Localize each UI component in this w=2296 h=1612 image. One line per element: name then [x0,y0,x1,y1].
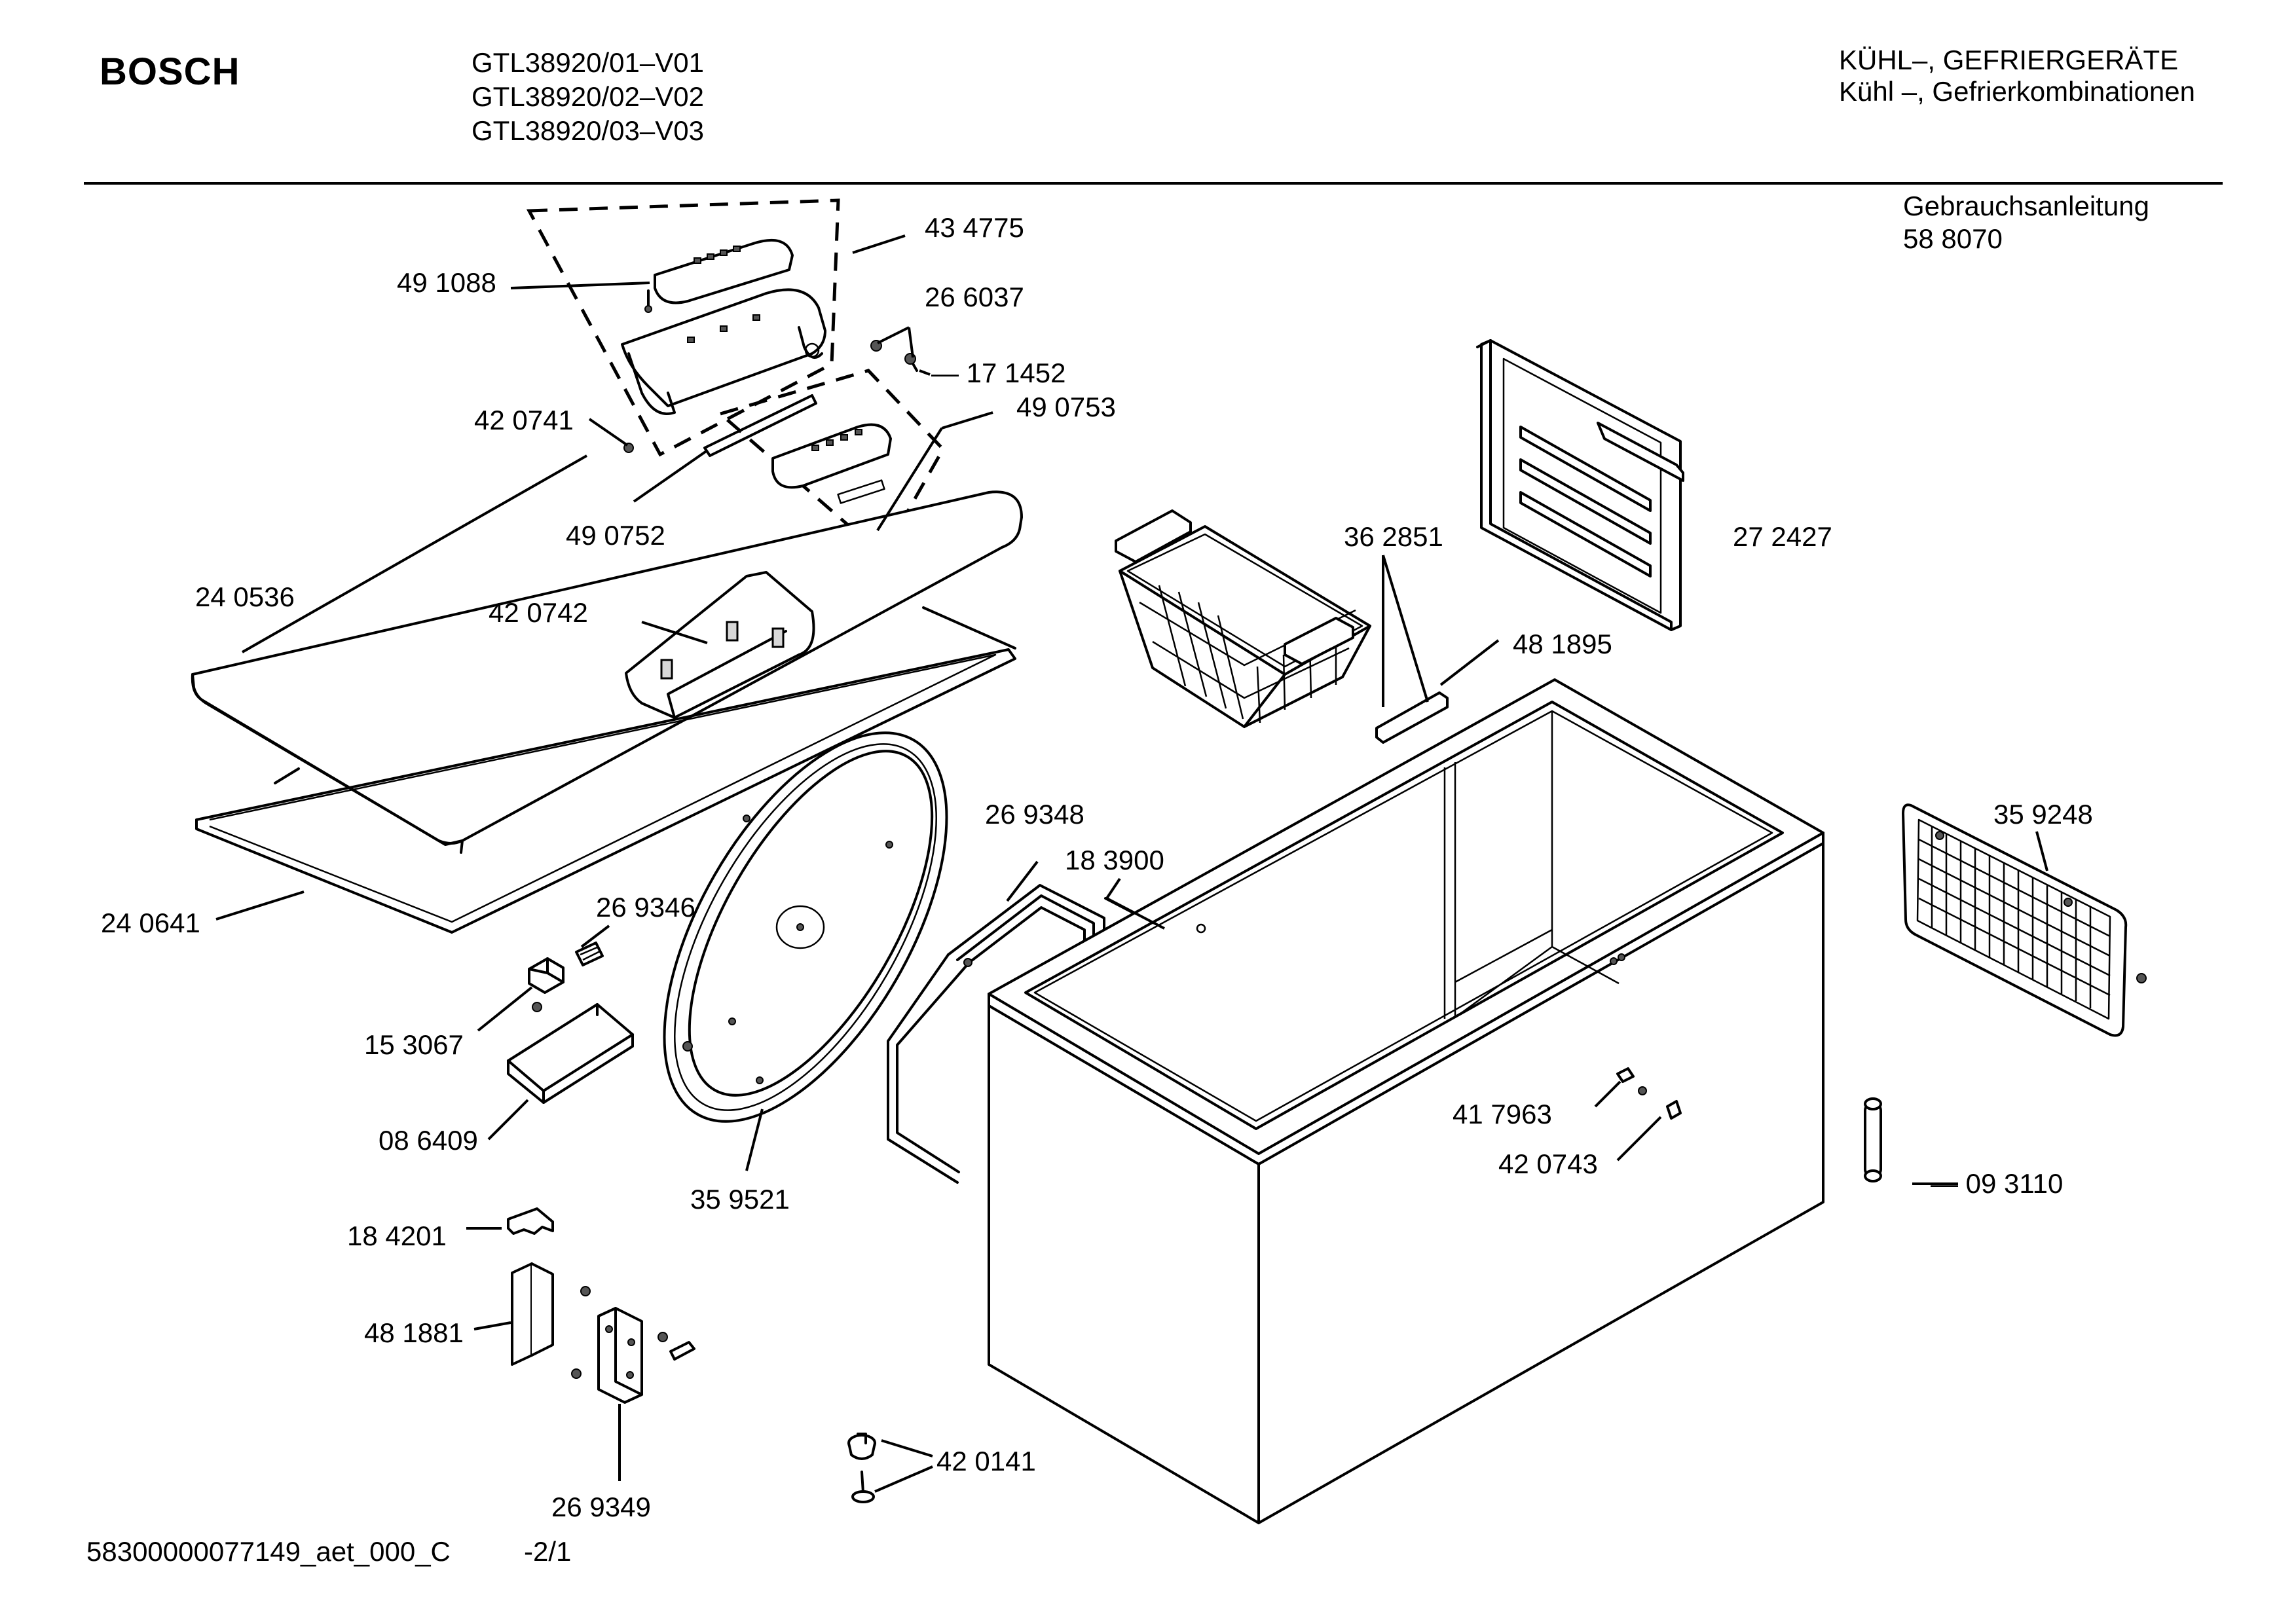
model-number: GTL38920/03–V03 [472,115,704,146]
header-divider [84,182,2223,185]
part-label: 15 3067 [364,1029,464,1060]
category-subtitle: Kühl –, Gefrierkombinationen [1839,76,2195,107]
control-panel-lower [771,423,892,504]
hinge-bracket [597,1307,643,1404]
thermostat-knob [575,942,604,966]
category-title: KÜHL–, GEFRIERGERÄTE [1839,45,2179,75]
part-label: 26 6037 [925,282,1024,312]
adjustable-foot-screw [851,1471,875,1503]
part-label: 35 9248 [1993,799,2093,830]
leader-lines [215,234,2048,1493]
part-label: 42 0741 [474,405,574,435]
divider-panel [1476,339,1684,631]
adjustable-foot [847,1433,876,1460]
part-label: 35 9521 [690,1184,790,1215]
part-label: 24 0536 [195,581,295,612]
part-label: 42 0742 [489,597,588,628]
part-label: 18 3900 [1065,845,1164,875]
model-number: GTL38920/02–V02 [472,81,704,112]
freezer-cabinet [988,678,1824,1524]
part-label: 26 9349 [551,1492,651,1522]
manual-label: Gebrauchsanleitung [1903,191,2149,221]
part-label: — 17 1452 [931,357,1066,388]
part-label: 24 0641 [101,907,200,938]
hinge-screw [580,1286,591,1296]
hinge-screw [571,1368,582,1379]
control-panel-group-outline-lower [716,369,946,558]
lamp-holder [1616,1067,1682,1120]
control-panel-cover [644,238,794,313]
part-label: 26 9348 [985,799,1084,830]
part-label: — 09 3110 [1931,1168,2063,1199]
part-label: 26 9346 [596,892,695,923]
part-label: 49 0752 [566,520,665,551]
ventilation-grille [1902,803,2147,1037]
control-panel-group-outline [526,198,840,457]
part-labels: 43 4775 49 1088 26 6037 — 17 1452 49 075… [101,212,2093,1522]
model-list: GTL38920/01–V01 GTL38920/02–V02 GTL38920… [472,46,704,148]
control-panel-housing [621,288,826,415]
evaporator-cover-plate [663,731,948,1123]
part-label: 43 4775 [925,212,1024,243]
part-label: 41 7963 [1453,1099,1552,1129]
part-label: 42 0141 [936,1446,1036,1476]
part-label: 18 4201 [347,1220,447,1251]
hinge-screw [657,1332,668,1342]
hinge-cover [511,1262,554,1366]
part-label: 49 1088 [397,267,496,298]
door-roller [1864,1097,1882,1182]
manual-number: 58 8070 [1903,223,2003,254]
wire-basket [1115,509,1371,728]
part-label: 42 0743 [1498,1148,1598,1179]
switch-unit [528,957,565,1012]
part-label: 49 0753 [1016,392,1116,422]
handle-rod [703,394,817,457]
model-number: GTL38920/01–V01 [472,47,704,78]
cover-tray [507,1003,634,1104]
hinge-cap [507,1207,554,1235]
page-number: -2/1 [524,1536,572,1567]
part-label: 08 6409 [379,1125,478,1156]
brand-logo: BOSCH [100,50,240,93]
document-id: 58300000077149_aet_000_C [86,1536,451,1567]
lid-gasket [195,606,1016,934]
hinge-clip [669,1341,695,1361]
part-label: 48 1895 [1513,629,1612,659]
part-label: 27 2427 [1733,521,1832,552]
freezer-lid [191,490,1023,854]
category-block: KÜHL–, GEFRIERGERÄTE Kühl –, Gefrierkomb… [1839,45,2195,107]
part-label: 36 2851 [1344,521,1443,552]
part-label: 48 1881 [364,1317,464,1348]
manual-reference: Gebrauchsanleitung 58 8070 [1903,190,2149,255]
basket-support [1375,691,1449,744]
